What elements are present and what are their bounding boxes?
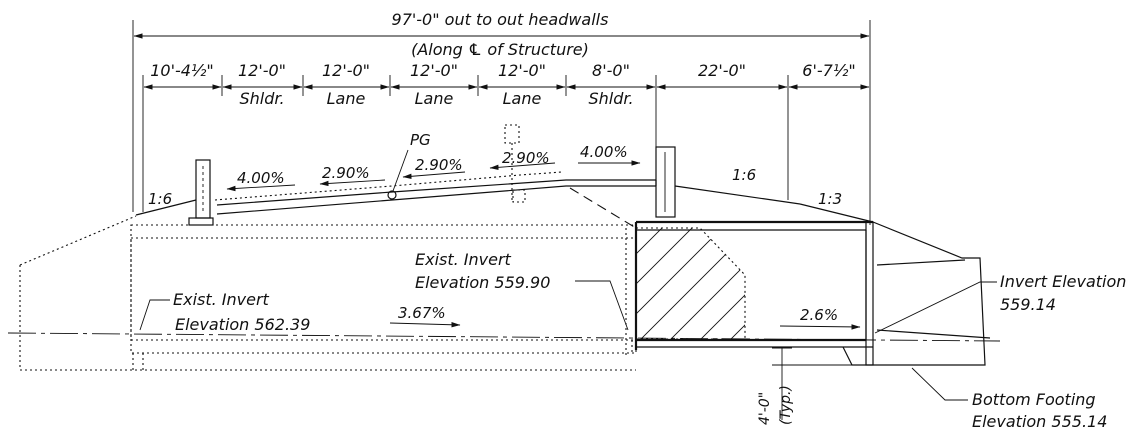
segment-label: Lane <box>415 89 454 108</box>
typ-dim-value: 4'-0" <box>757 392 773 425</box>
ground-profile <box>19 185 874 370</box>
invert-elevation-line1: Invert Elevation <box>1000 272 1126 291</box>
leader-lines <box>139 280 997 401</box>
cross-slope-5: 4.00% <box>580 143 628 161</box>
slope-arrows <box>226 160 861 330</box>
new-culvert <box>634 220 991 366</box>
exist-invert-left-line1: Exist. Invert <box>173 290 270 309</box>
segment-value: 8'-0" <box>592 61 630 80</box>
pipe-slope-new: 2.6% <box>800 306 838 324</box>
exist-invert-left-line2: Elevation 562.39 <box>175 315 310 334</box>
exist-invert-mid-line1: Exist. Invert <box>415 250 512 269</box>
hatched-removal-area <box>635 227 746 340</box>
dimension-lines <box>132 20 871 225</box>
cross-slope-1: 4.00% <box>237 169 285 187</box>
typ-dimension <box>772 347 852 420</box>
cross-slope-4: 2.90% <box>502 149 550 167</box>
bottom-footing-line2: Elevation 555.14 <box>972 412 1107 431</box>
segment-value: 10'-4½" <box>150 61 214 80</box>
segment-value: 12'-0" <box>410 61 458 80</box>
segment-value: 12'-0" <box>322 61 370 80</box>
invert-elevation-line2: 559.14 <box>1000 295 1056 314</box>
slope-left-side: 1:6 <box>148 190 172 208</box>
segment-value: 12'-0" <box>498 61 546 80</box>
pipe-slope-existing: 3.67% <box>398 304 446 322</box>
cross-slope-2: 2.90% <box>322 164 370 182</box>
bottom-footing-line1: Bottom Footing <box>972 390 1096 409</box>
segment-value: 12'-0" <box>238 61 286 80</box>
segment-value: 22'-0" <box>698 61 746 80</box>
exist-invert-mid-line2: Elevation 559.90 <box>415 273 550 292</box>
slope-right-b: 1:3 <box>818 190 842 208</box>
overall-dimension: 97'-0" out to out headwalls <box>392 10 609 29</box>
segment-label: Lane <box>327 89 366 108</box>
segment-label: Shldr. <box>588 89 633 108</box>
slope-right-a: 1:6 <box>732 166 756 184</box>
segment-label: Lane <box>503 89 542 108</box>
typ-note: (Typ.) <box>778 385 794 425</box>
pg-label: PG <box>410 131 431 149</box>
pipe-centerline <box>7 332 1001 342</box>
segment-label: Shldr. <box>239 89 284 108</box>
roadway-deck <box>188 124 676 226</box>
existing-culvert <box>20 224 637 371</box>
cross-slope-3: 2.90% <box>415 156 463 174</box>
segment-value: 6'-7½" <box>802 61 855 80</box>
along-centerline-note: (Along ℄ of Structure) <box>411 40 589 59</box>
